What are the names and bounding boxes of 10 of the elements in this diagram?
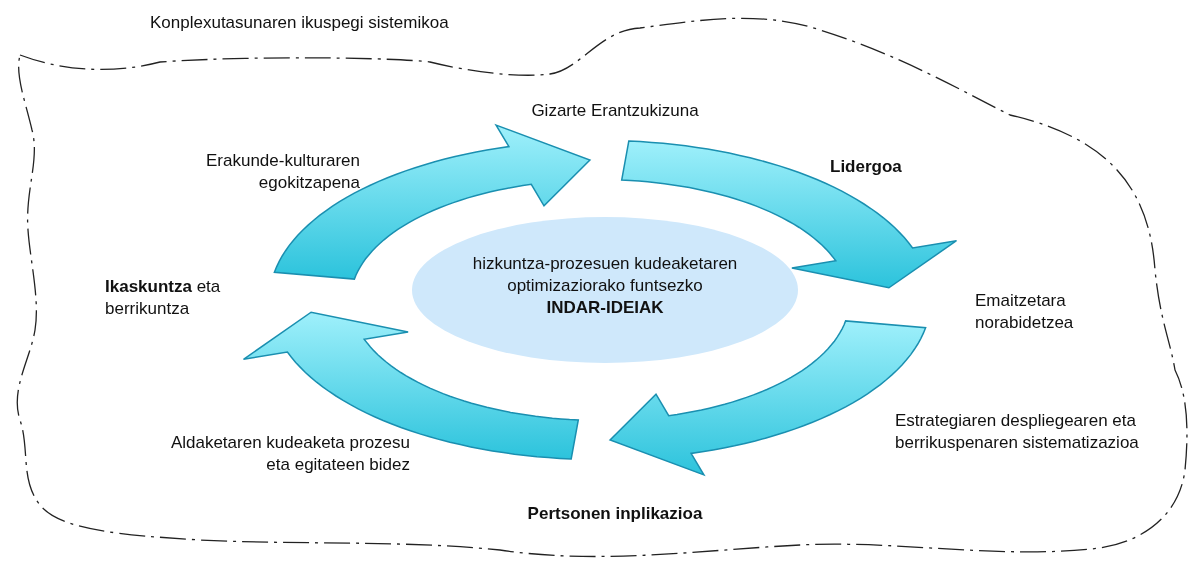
label-text: Lidergoa [830,156,903,178]
label-text: Aldaketaren kudeaketa prozesu eta egitateen bidez [169,432,410,476]
center-text: hizkuntza-prozesuen kudeaketaren optimizaziorako funtsezko [471,253,739,297]
label-text: Gizarte Erantzukizuna [530,100,700,122]
label-text: Estrategiaren despliegearen eta berrikuspenaren sistematizazioa [895,410,1140,454]
center-heading: INDAR-IDEIAK [545,297,665,319]
label-text: Erakunde-kulturaren egokitzapena [204,150,360,194]
label-text: Ikaskuntza eta berrikuntza [105,276,222,320]
label-text: Pertsonen inplikazioa [526,503,704,525]
label-text: Emaitzetara norabidetzea [975,290,1075,334]
